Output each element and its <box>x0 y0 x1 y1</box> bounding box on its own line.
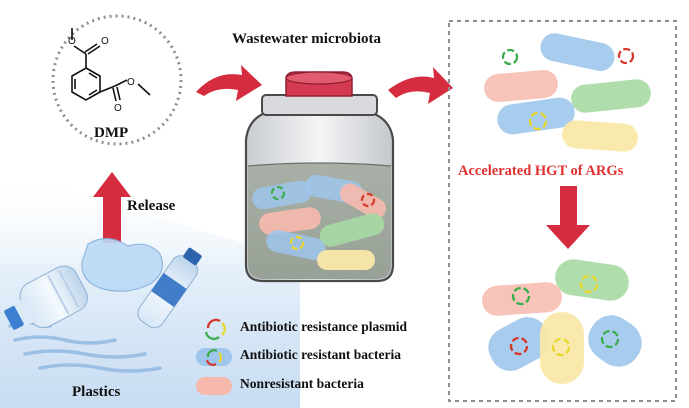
plastic-bottle-left <box>4 265 88 330</box>
jar-neck <box>261 94 378 116</box>
dmp-structure <box>71 28 151 102</box>
plastics-label: Plastics <box>72 384 121 400</box>
svg-text:O: O <box>101 36 109 47</box>
legend-label-nrb: Nonresistant bacteria <box>240 376 364 391</box>
red-arrows <box>93 65 590 249</box>
svg-text:O: O <box>114 103 122 114</box>
legend-label-plasmid: Antibiotic resistance plasmid <box>240 319 408 334</box>
legend-plasmid-icon <box>204 318 226 340</box>
plastic-bag <box>81 237 163 292</box>
hgt-dashed-box <box>448 20 677 402</box>
hgt-label: Accelerated HGT of ARGs <box>458 163 624 179</box>
arrow-dmp-to-jar <box>196 65 262 101</box>
arrow-hgt-down <box>546 186 590 249</box>
plastic-bottle-right <box>137 247 202 329</box>
wastewater-title: Wastewater microbiota <box>232 31 381 47</box>
wastewater-jar <box>244 71 395 283</box>
plastics-group <box>4 237 202 373</box>
dmp-molecule: O O O O <box>51 14 183 146</box>
release-up-arrow <box>93 172 131 243</box>
release-label: Release <box>127 198 176 214</box>
legend-arb-icon <box>196 348 232 366</box>
legend-nrb-icon <box>196 377 232 395</box>
legend-label-arb: Antibiotic resistant bacteria <box>240 347 401 362</box>
svg-text:O: O <box>68 36 76 47</box>
arrow-jar-to-hgt <box>388 67 453 104</box>
svg-text:O: O <box>127 77 135 88</box>
legend-icons <box>196 318 232 395</box>
hgt-panel <box>448 20 677 402</box>
dmp-circle <box>51 14 183 146</box>
dmp-label: DMP <box>94 125 129 141</box>
